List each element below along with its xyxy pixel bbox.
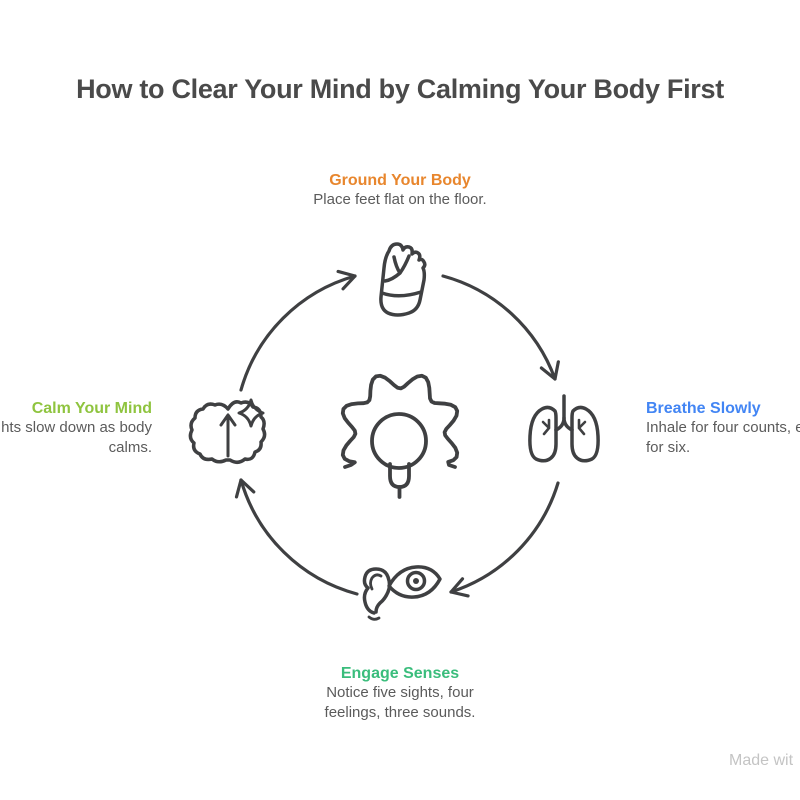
arrow-bottom-left bbox=[234, 478, 359, 596]
step-description: Notice five sights, four bbox=[326, 684, 474, 701]
step-description: hts slow down as body bbox=[1, 419, 152, 436]
eye-ear-icon bbox=[362, 565, 442, 621]
page-title: How to Clear Your Mind by Calming Your B… bbox=[76, 74, 724, 104]
icons bbox=[188, 242, 600, 621]
arrow-top-left bbox=[239, 269, 357, 392]
step-breathe-slowly: Breathe Slowly Inhale for four counts, e… bbox=[646, 399, 800, 458]
arrow-bottom-right bbox=[449, 481, 560, 598]
gear-lightbulb-icon bbox=[340, 373, 460, 499]
cycle-arrows bbox=[234, 269, 560, 598]
step-description: Inhale for four counts, e bbox=[646, 419, 800, 436]
step-description: calms. bbox=[108, 439, 152, 456]
gear-ring bbox=[340, 373, 460, 469]
step-description: for six. bbox=[646, 439, 691, 456]
lungs-icon bbox=[528, 394, 600, 463]
step-heading: Ground Your Body bbox=[329, 172, 471, 189]
step-ground-your-body: Ground Your Body Place feet flat on the … bbox=[0, 171, 800, 210]
arrow-top-right bbox=[441, 274, 560, 381]
step-calm-your-mind: Calm Your Mind hts slow down as body cal… bbox=[0, 399, 152, 458]
step-heading: Breathe Slowly bbox=[646, 400, 761, 417]
step-engage-senses: Engage Senses Notice five sights, four f… bbox=[0, 664, 800, 723]
step-description: Place feet flat on the floor. bbox=[313, 191, 487, 208]
step-heading: Engage Senses bbox=[340, 665, 460, 682]
foot-icon bbox=[379, 242, 427, 317]
step-heading: Calm Your Mind bbox=[31, 400, 152, 417]
step-description: feelings, three sounds. bbox=[324, 704, 476, 721]
watermark: Made wit bbox=[729, 752, 794, 769]
brain-sparkle-icon bbox=[188, 398, 267, 464]
